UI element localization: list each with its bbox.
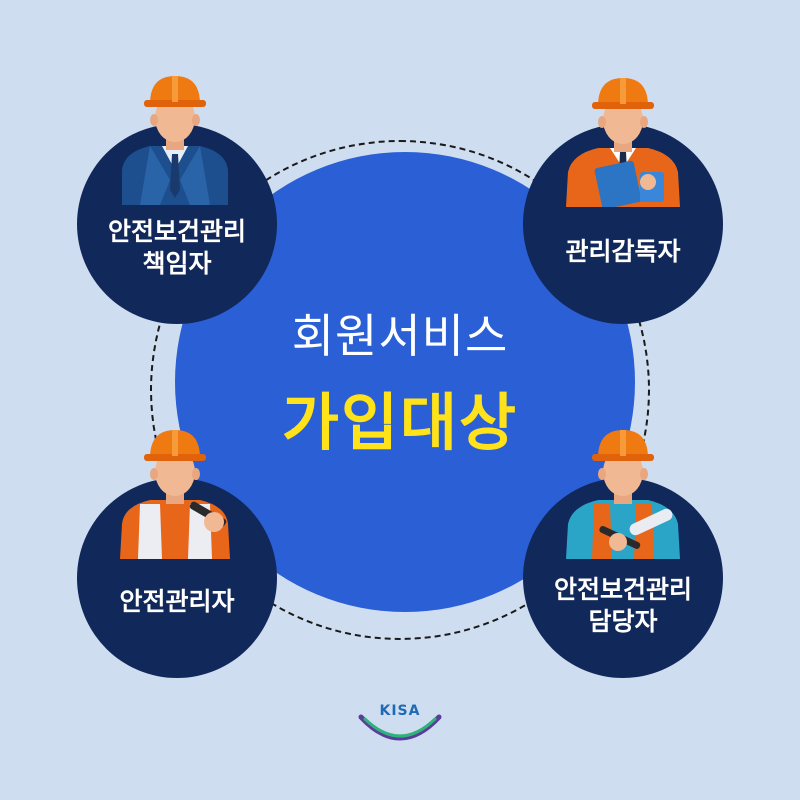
node-label-line1: 관리감독자 (565, 237, 681, 266)
engineer-worker-icon (566, 430, 680, 559)
node-label-line2: 책임자 (142, 249, 212, 278)
supervisor-worker-icon (566, 78, 680, 207)
node-supervisor: 관리감독자 (523, 124, 723, 324)
logo-text: KISA (379, 703, 421, 719)
node-label-line2: 담당자 (588, 607, 658, 636)
center-title: 회원서비스 (291, 309, 509, 363)
node-label-line1: 안전보건관리 (107, 217, 246, 246)
logo-arc-icon (358, 714, 442, 741)
node-label-line1: 안전관리자 (119, 587, 235, 616)
node-label-line1: 안전보건관리 (553, 575, 692, 604)
kisa-logo: KISA (355, 703, 445, 753)
safety-worker-icon (120, 430, 230, 559)
dashed-ring (150, 140, 650, 640)
manager-worker-icon (122, 76, 228, 205)
center-subtitle: 가입대상 (281, 386, 519, 459)
node-safety-health-officer: 안전보건관리 담당자 (523, 478, 723, 678)
